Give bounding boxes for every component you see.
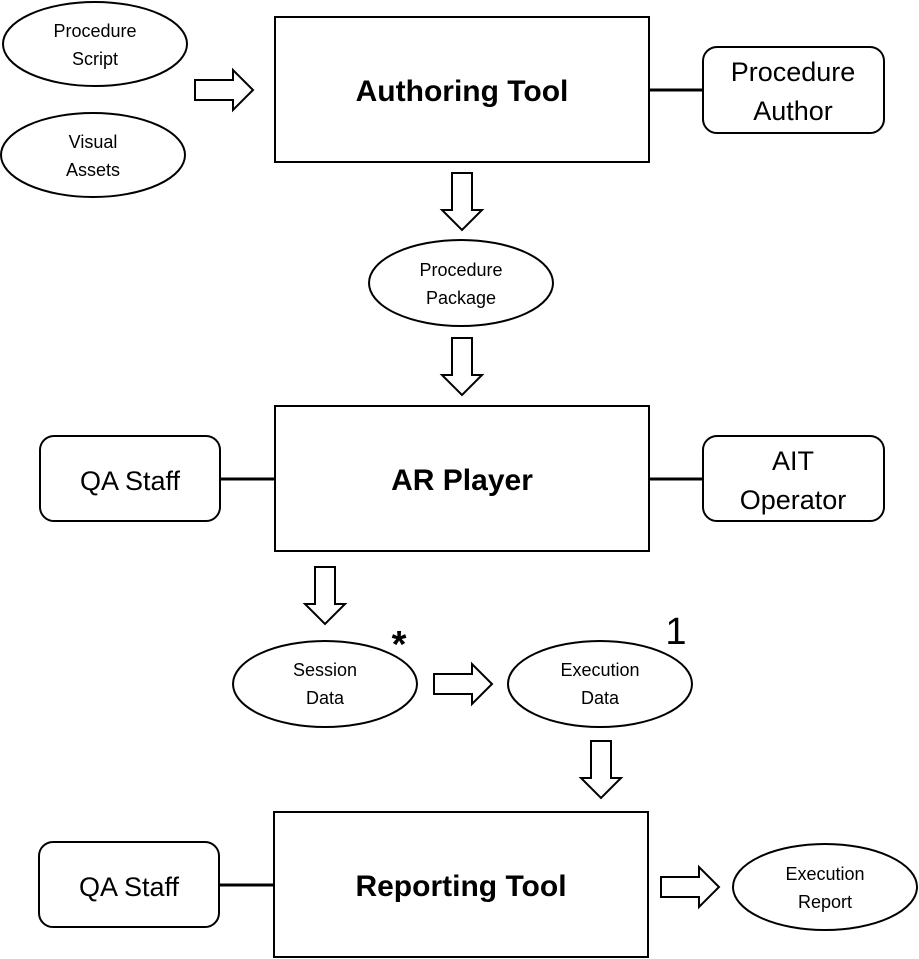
ait-operator-line2: Operator	[740, 485, 847, 515]
visual-assets-line1: Visual	[69, 132, 118, 152]
execution-data-line2: Data	[581, 688, 620, 708]
arrow-down-icon	[439, 337, 485, 397]
qa-staff-node: QA Staff	[39, 435, 221, 522]
qa-staff-label: QA Staff	[79, 872, 180, 902]
procedure-author-line2: Author	[753, 96, 833, 126]
qa-staff-node: QA Staff	[38, 841, 220, 928]
reporting-tool-label: Reporting Tool	[355, 870, 566, 903]
execution-report-node: Execution Report	[732, 843, 918, 931]
visual-assets-line2: Assets	[66, 160, 120, 180]
ar-player-node: AR Player	[274, 405, 650, 552]
execution-data-line1: Execution	[560, 660, 639, 680]
procedure-script-line2: Script	[72, 49, 118, 69]
procedure-script-line1: Procedure	[53, 21, 136, 41]
arrow-down-icon	[439, 172, 485, 232]
procedure-script-node: Procedure Script	[2, 1, 188, 87]
session-multiplicity: *	[392, 624, 407, 666]
execution-data-node: Execution Data	[507, 640, 693, 728]
procedure-author-node: Procedure Author	[702, 46, 885, 134]
ar-player-label: AR Player	[391, 464, 533, 497]
session-data-line2: Data	[306, 688, 345, 708]
procedure-package-node: Procedure Package	[368, 239, 554, 327]
arrow-right-icon	[194, 67, 255, 113]
session-data-line1: Session	[293, 660, 357, 680]
ait-operator-line1: AIT	[772, 446, 814, 476]
arrow-right-icon	[660, 864, 721, 910]
authoring-tool-node: Authoring Tool	[274, 16, 650, 163]
execution-report-line2: Report	[798, 892, 852, 912]
procedure-package-line1: Procedure	[419, 260, 502, 280]
reporting-tool-node: Reporting Tool	[273, 811, 649, 958]
ait-operator-node: AIT Operator	[702, 435, 885, 522]
procedure-author-line1: Procedure	[731, 57, 856, 87]
procedure-package-line2: Package	[426, 288, 496, 308]
qa-staff-label: QA Staff	[80, 466, 181, 496]
session-data-node: Session Data	[232, 640, 418, 728]
execution-report-line1: Execution	[785, 864, 864, 884]
visual-assets-node: Visual Assets	[0, 112, 186, 198]
arrow-down-icon	[578, 740, 624, 800]
execution-multiplicity: 1	[665, 611, 686, 653]
arrow-right-icon	[433, 661, 494, 707]
arrow-down-icon	[302, 566, 348, 626]
authoring-tool-label: Authoring Tool	[356, 75, 569, 108]
